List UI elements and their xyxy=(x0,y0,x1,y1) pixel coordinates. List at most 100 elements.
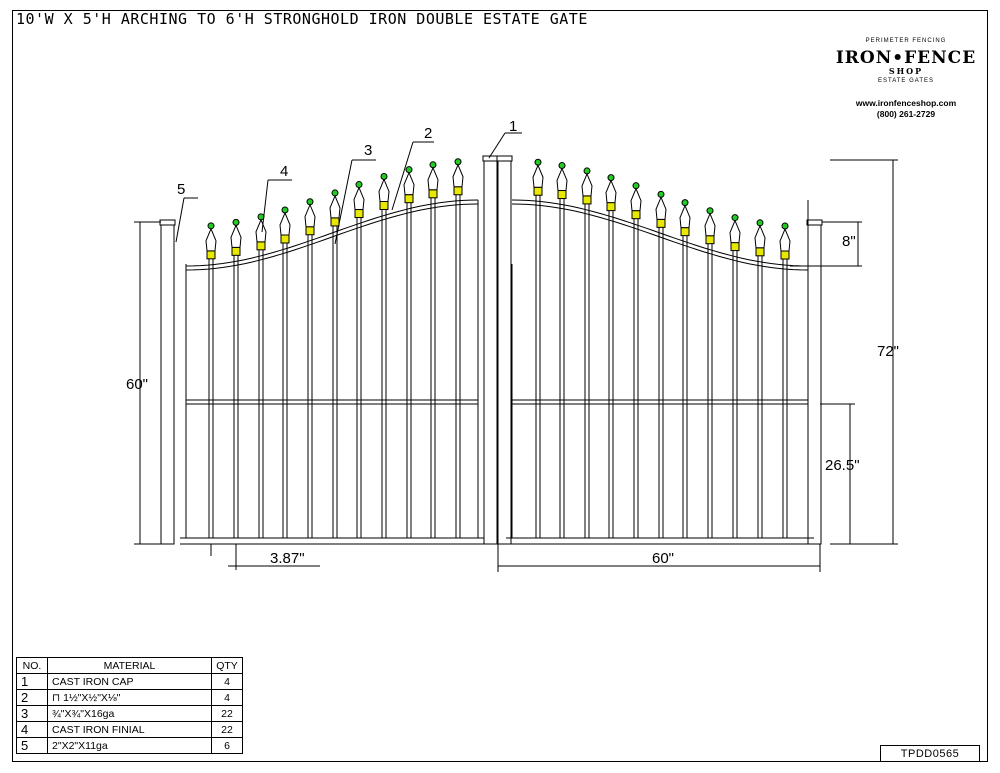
finial-collar xyxy=(730,242,740,252)
finial xyxy=(403,171,415,196)
finial-tip xyxy=(429,161,437,169)
finial xyxy=(353,186,365,211)
right-post-cap xyxy=(806,219,823,226)
finial xyxy=(329,194,341,219)
dim-post-height: 60" xyxy=(126,376,149,393)
center-post-right-cap xyxy=(496,155,513,162)
finial-tip xyxy=(232,218,240,226)
finial-tip xyxy=(306,198,314,206)
callout-2: 2 xyxy=(424,125,433,142)
drawing-border xyxy=(12,10,988,762)
company-logo: PERIMETER FENCING IRON•FENCE SHOP ESTATE… xyxy=(826,38,986,120)
finial-tip xyxy=(756,219,764,227)
finial xyxy=(779,227,791,252)
finial xyxy=(532,163,544,188)
finial-tip xyxy=(657,190,665,198)
finial-collar xyxy=(428,189,438,199)
finial-tip xyxy=(355,181,363,189)
bom-header-material: MATERIAL xyxy=(47,657,212,674)
finial-collar xyxy=(305,226,315,236)
leader-2 xyxy=(391,141,414,211)
finial-collar xyxy=(256,241,266,251)
bom-header-qty: QTY xyxy=(211,657,243,674)
finial-collar xyxy=(680,227,690,237)
drawing-number: TPDD0565 xyxy=(880,745,980,762)
dim-leaf-width: 60" xyxy=(652,550,675,567)
finial-collar xyxy=(631,210,641,220)
logo-brand: IRON•FENCE xyxy=(835,48,977,68)
bom-qty: 4 xyxy=(211,673,243,690)
finial xyxy=(679,204,691,229)
finial xyxy=(255,218,267,243)
left-arch-top xyxy=(185,199,479,267)
finial-tip xyxy=(534,158,542,166)
finial xyxy=(279,211,291,236)
bom-header-row: NO. MATERIAL QTY xyxy=(16,657,243,674)
finial xyxy=(304,203,316,228)
bom-row: 1 CAST IRON CAP 4 xyxy=(16,673,243,690)
leader-5 xyxy=(175,197,185,243)
finial-collar xyxy=(379,200,389,210)
finial-tip xyxy=(632,182,640,190)
finial-collar xyxy=(557,190,567,200)
bom-no: 5 xyxy=(16,737,48,754)
finial-collar xyxy=(404,194,414,204)
finial-tip xyxy=(607,174,615,182)
phone-number: (800) 261-2729 xyxy=(876,109,936,119)
drawing-title: 10'W X 5'H ARCHING TO 6'H STRONGHOLD IRO… xyxy=(16,10,588,28)
finial-collar xyxy=(206,250,216,260)
finial xyxy=(556,167,568,192)
finial xyxy=(581,172,593,197)
bom-row: 4 CAST IRON FINIAL 22 xyxy=(16,721,243,738)
callout-4: 4 xyxy=(280,163,289,180)
finial-tip xyxy=(558,162,566,170)
bom-no: 4 xyxy=(16,721,48,738)
finial xyxy=(630,187,642,212)
left-post xyxy=(160,223,175,545)
finial-collar xyxy=(354,209,364,219)
finial-collar xyxy=(755,247,765,257)
finial-collar xyxy=(280,234,290,244)
bom-material: ⊓ 1½"X½"X⅛" xyxy=(47,689,212,706)
finial-collar xyxy=(231,246,241,256)
center-post-left-cap xyxy=(482,155,499,162)
bom-material: ¾"X¾"X16ga xyxy=(47,705,212,722)
finial-collar xyxy=(656,218,666,228)
dim-arch-rise: 8" xyxy=(842,233,856,250)
finial-collar xyxy=(780,250,790,260)
callout-3: 3 xyxy=(364,142,373,159)
finial-tip xyxy=(731,214,739,222)
bom-qty: 6 xyxy=(211,737,243,754)
right-post xyxy=(807,223,822,545)
callout-5: 5 xyxy=(177,181,186,198)
finial xyxy=(427,166,439,191)
bom-material: CAST IRON FINIAL xyxy=(47,721,212,738)
bom-row: 5 2"X2"X11ga 6 xyxy=(16,737,243,754)
leader-4 xyxy=(261,179,269,233)
finial-collar xyxy=(453,186,463,196)
dim-total-height: 72" xyxy=(877,343,900,360)
finial-collar xyxy=(330,217,340,227)
dim-picket-spacing: 3.87" xyxy=(270,550,305,567)
finial xyxy=(655,196,667,220)
bom-qty: 22 xyxy=(211,721,243,738)
leader-3 xyxy=(334,159,353,245)
logo-tagline-bottom: ESTATE GATES xyxy=(877,78,934,84)
bill-of-materials: NO. MATERIAL QTY 1 CAST IRON CAP 4 2 ⊓ 1… xyxy=(16,657,243,754)
finial xyxy=(754,224,766,249)
dim-rail-height: 26.5" xyxy=(825,457,860,474)
finial-collar xyxy=(606,202,616,212)
finial xyxy=(230,224,242,248)
finial xyxy=(704,212,716,237)
bom-no: 2 xyxy=(16,689,48,706)
left-arch-bottom xyxy=(185,203,479,271)
finial-tip xyxy=(405,166,413,174)
bom-qty: 4 xyxy=(211,689,243,706)
finial-tip xyxy=(706,207,714,215)
center-post-right xyxy=(497,159,512,545)
left-post-cap xyxy=(159,219,176,226)
finial-collar xyxy=(582,195,592,205)
right-arch-bottom xyxy=(511,203,809,271)
website-url: www.ironfenceshop.com xyxy=(855,98,957,108)
